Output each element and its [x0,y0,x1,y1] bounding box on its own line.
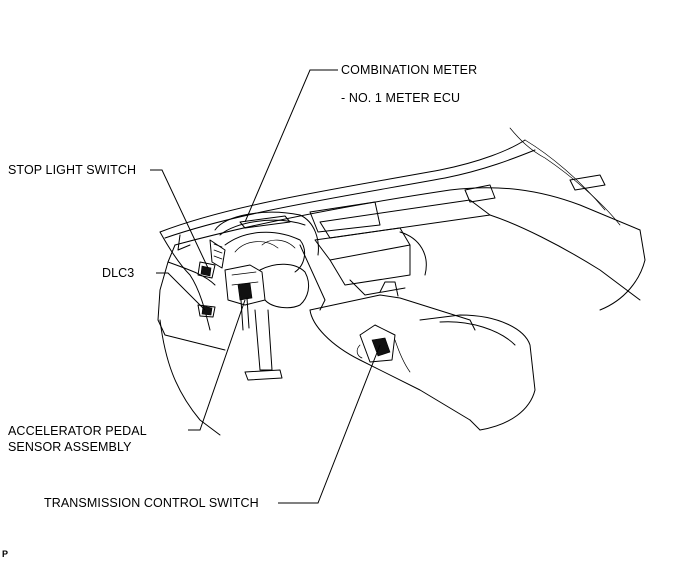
leader-accelerator-pedal [188,299,246,431]
combination-meter-cluster [209,211,319,273]
label-accelerator-pedal-line1: ACCELERATOR PEDAL [8,424,147,438]
leader-combination-meter [244,69,338,223]
leader-dlc3 [156,272,206,311]
label-meter-ecu: - NO. 1 METER ECU [341,91,461,105]
leader-transmission-switch [278,344,381,504]
corner-mark: P [2,549,9,559]
label-accelerator-pedal-line2: SENSOR ASSEMBLY [8,440,132,454]
left-dash-panel [157,231,226,436]
label-dlc3: DLC3 [102,266,135,280]
steering-column [224,263,310,381]
windshield-outline [159,127,621,239]
pedal-area [200,265,253,331]
leader-lines [150,69,381,504]
leader-stop-light-switch [150,169,209,269]
label-transmission-control-switch: TRANSMISSION CONTROL SWITCH [44,496,259,510]
center-stack [299,227,427,311]
label-stop-light-switch: STOP LIGHT SWITCH [8,163,137,177]
right-dash-panel [489,174,646,311]
floor-console [309,281,536,431]
label-combination-meter: COMBINATION METER [341,63,478,77]
